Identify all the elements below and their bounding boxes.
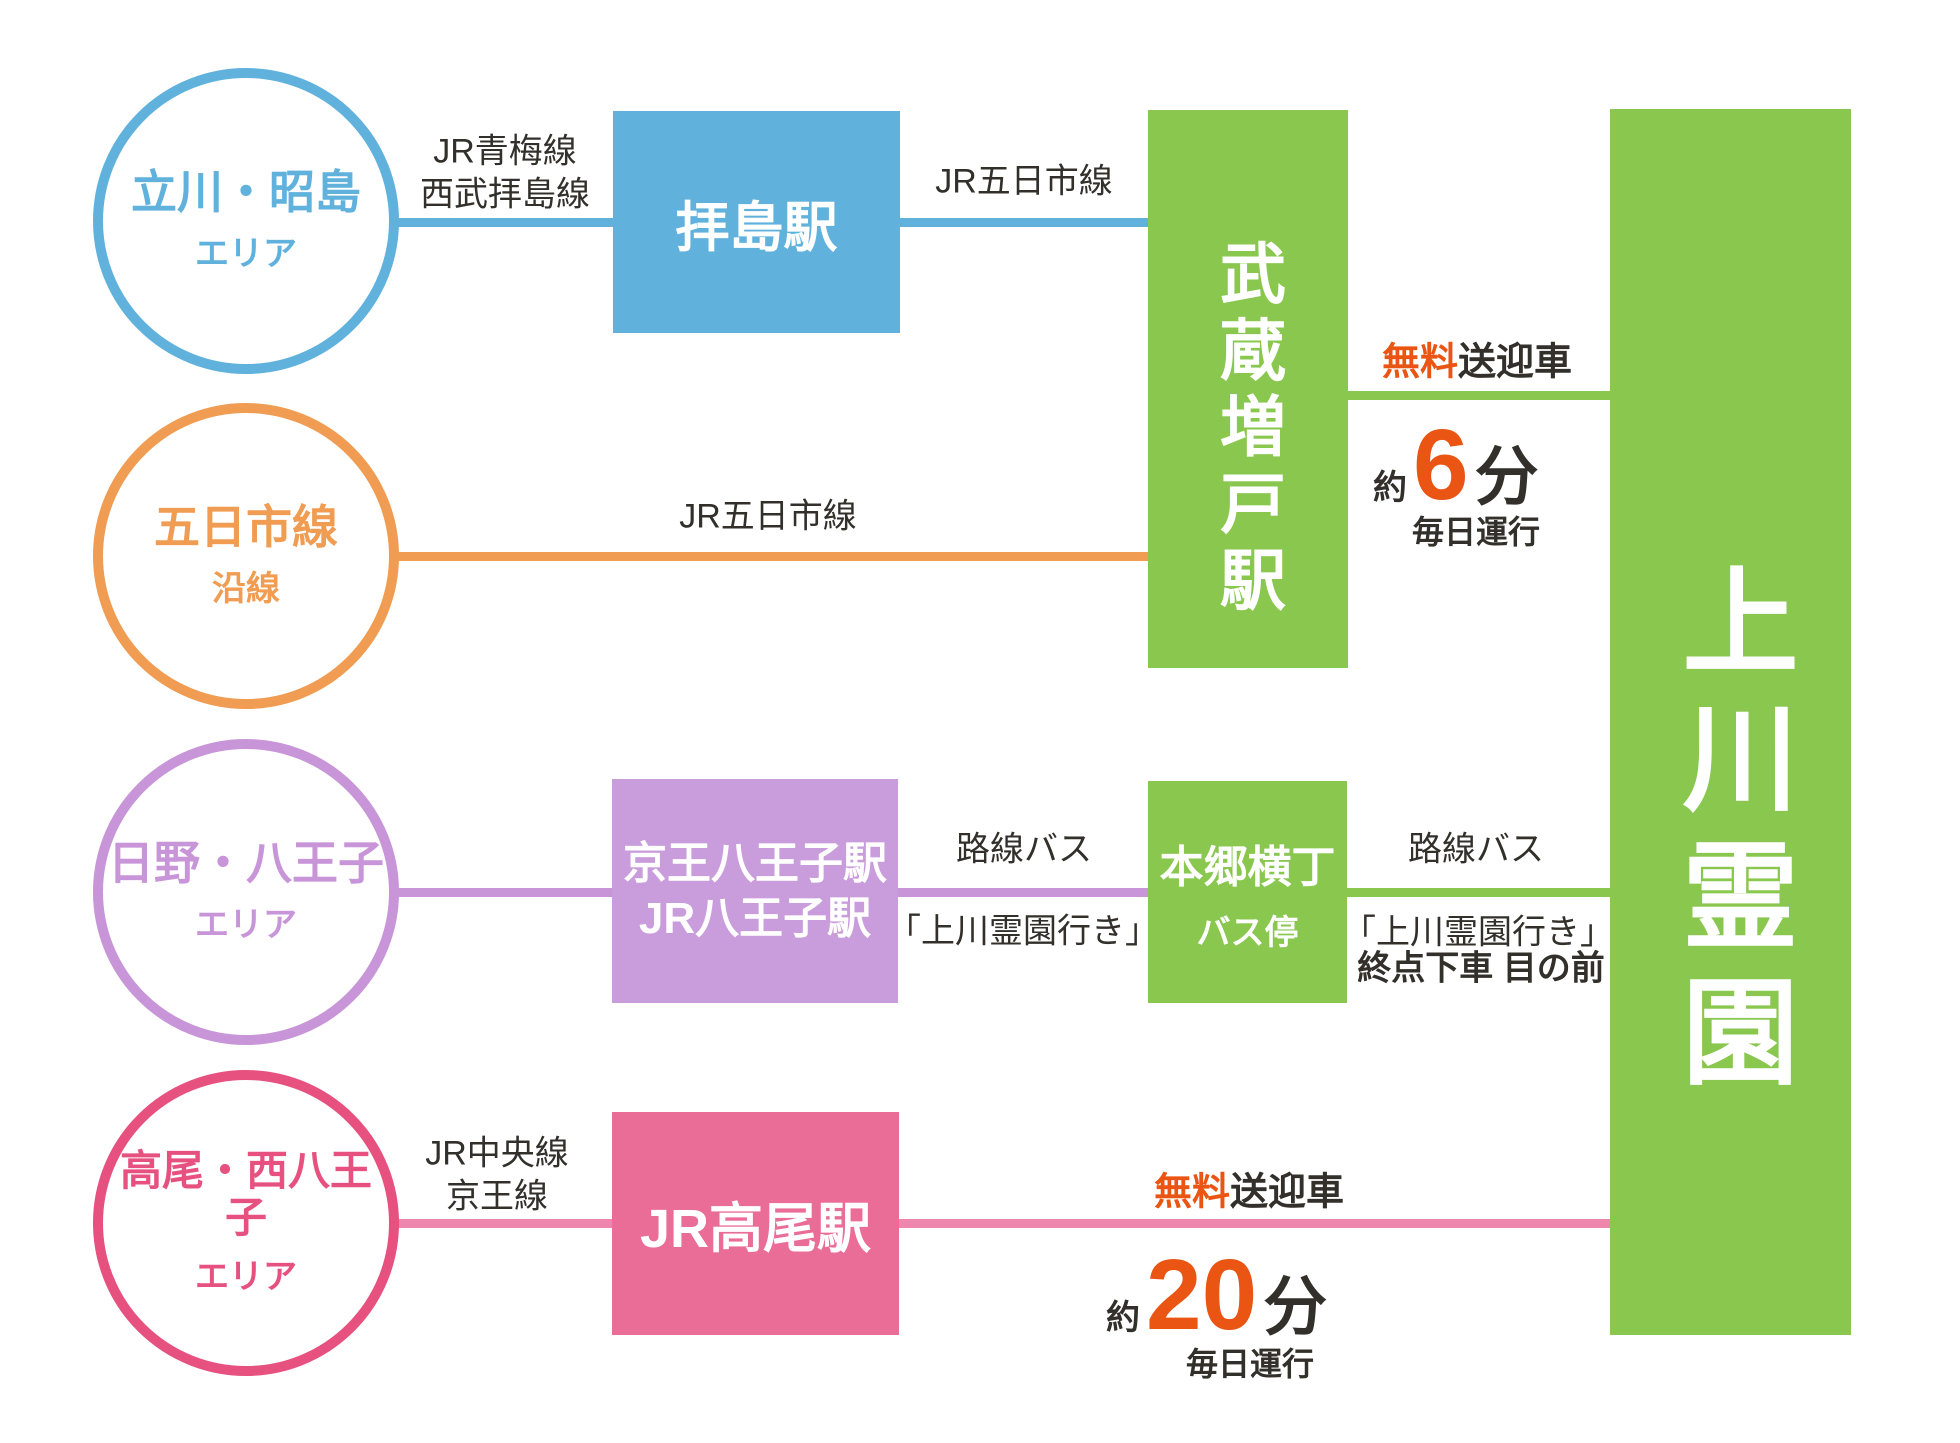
route-line-itsukaichi-masuko <box>390 552 1148 561</box>
duration-minutes: 20 <box>1146 1239 1258 1351</box>
station-box-musashi-masuko: 武蔵増戸駅 <box>1148 110 1348 668</box>
route-line-hongo-cemetery-bus <box>1347 888 1610 897</box>
route-line-hino-hachioji <box>390 888 612 897</box>
area-title: 高尾・西八王子 <box>119 1147 372 1241</box>
busstop-box-hongo-yokocho: 本郷横丁 バス停 <box>1148 781 1347 1003</box>
station-box-haijima: 拝島駅 <box>613 111 900 333</box>
label-rosen-bus-2-sub: 「上川霊園行き」 <box>1342 913 1614 952</box>
label-free-shuttle-masuko: 無料送迎車 <box>1382 331 1572 386</box>
destination-label-vertical: 上川霊園 <box>1665 561 1796 1109</box>
busstop-label: 本郷横丁 <box>1159 842 1336 892</box>
route-line-masuko-cemetery-shuttle <box>1348 391 1610 400</box>
label-daily-masuko: 毎日運行 <box>1411 514 1541 550</box>
station-label: JR高尾駅 <box>639 1199 872 1259</box>
label-itsukaichi-line-row1: JR五日市線 <box>935 162 1113 201</box>
free-shuttle-rest: 送迎車 <box>1458 341 1573 384</box>
label-ome-line: JR青梅線 <box>433 132 577 171</box>
station-label-vertical: 武蔵増戸駅 <box>1211 238 1285 622</box>
label-daily-takao: 毎日運行 <box>1185 1346 1315 1382</box>
duration-approx: 約 <box>1373 469 1407 507</box>
duration-masuko: 約 6 分 <box>1373 415 1539 518</box>
station-box-takao: JR高尾駅 <box>612 1112 899 1335</box>
area-subtitle: エリア <box>195 234 297 273</box>
area-title: 日野・八王子 <box>108 837 384 890</box>
station-label-line1: 京王八王子駅 <box>623 839 887 888</box>
label-itsukaichi-line-row2: JR五日市線 <box>679 497 857 536</box>
label-rosen-bus-1-sub: 「上川霊園行き」 <box>887 912 1159 951</box>
area-circle-takao-nishihachioji: 高尾・西八王子 エリア <box>93 1070 399 1376</box>
label-rosen-bus-2-note: 終点下車 目の前 <box>1357 949 1605 988</box>
duration-unit: 分 <box>1263 1271 1328 1343</box>
duration-takao: 約 20 分 <box>1106 1245 1327 1348</box>
route-line-tachikawa-haijima <box>390 218 613 227</box>
station-label: 拝島駅 <box>675 197 838 258</box>
area-circle-tachikawa-akishima: 立川・昭島 エリア <box>93 68 399 374</box>
label-chuo-line: JR中央線 <box>425 1134 569 1173</box>
area-subtitle: エリア <box>195 905 297 944</box>
area-circle-hino-hachioji: 日野・八王子 エリア <box>93 739 399 1045</box>
label-free-shuttle-takao: 無料送迎車 <box>1154 1161 1344 1216</box>
duration-minutes: 6 <box>1413 409 1469 521</box>
area-subtitle: エリア <box>195 1257 297 1296</box>
free-shuttle-highlight: 無料 <box>1381 341 1458 384</box>
duration-approx: 約 <box>1106 1299 1140 1337</box>
route-line-hachioji-hongo <box>898 888 1148 897</box>
label-rosen-bus-2: 路線バス <box>1408 830 1544 869</box>
label-seibu-haijima-line: 西武拝島線 <box>420 175 590 214</box>
duration-unit: 分 <box>1474 441 1539 513</box>
label-keio-line: 京王線 <box>446 1177 548 1216</box>
busstop-sublabel: バス停 <box>1196 913 1299 952</box>
area-circle-itsukaichi-line: 五日市線 沿線 <box>93 403 399 709</box>
destination-box-kamikawa-cemetery: 上川霊園 <box>1610 109 1851 1335</box>
free-shuttle-highlight: 無料 <box>1153 1171 1230 1214</box>
area-title: 立川・昭島 <box>131 166 361 219</box>
station-label-line2: JR八王子駅 <box>638 894 872 943</box>
area-subtitle: 沿線 <box>212 569 280 608</box>
label-rosen-bus-1: 路線バス <box>956 830 1092 869</box>
station-box-hachioji: 京王八王子駅 JR八王子駅 <box>612 779 898 1003</box>
area-title: 五日市線 <box>154 501 338 554</box>
free-shuttle-rest: 送迎車 <box>1230 1171 1345 1214</box>
route-line-takao-area-station <box>390 1219 612 1228</box>
route-line-takao-cemetery-shuttle <box>899 1219 1610 1228</box>
route-line-haijima-masuko <box>900 218 1148 227</box>
